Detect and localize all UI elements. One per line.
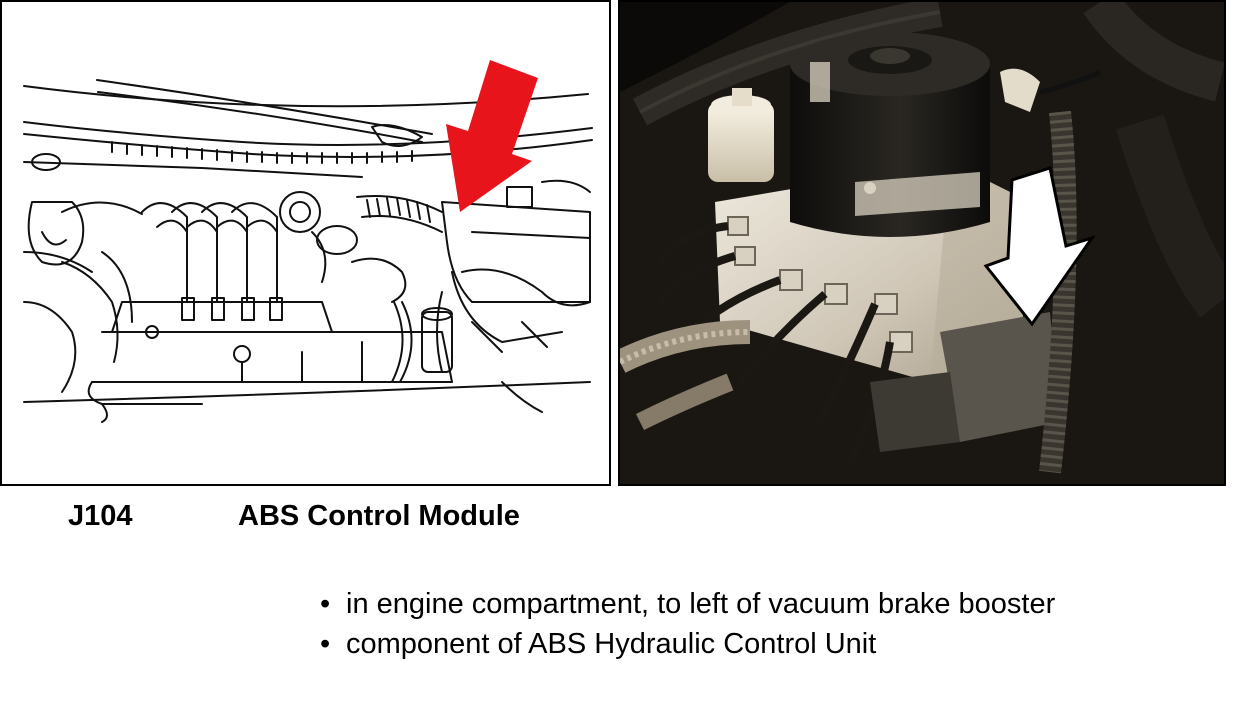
white-arrow-icon	[983, 166, 1096, 327]
abs-unit-photo-panel	[618, 0, 1226, 486]
component-code: J104	[68, 500, 133, 532]
list-item: in engine compartment, to left of vacuum…	[318, 584, 1138, 624]
component-description-list: in engine compartment, to left of vacuum…	[318, 584, 1138, 664]
engine-diagram-panel	[0, 0, 611, 486]
component-title: ABS Control Module	[238, 500, 520, 532]
engine-line-drawing	[23, 60, 593, 423]
list-item: component of ABS Hydraulic Control Unit	[318, 624, 1138, 664]
abs-unit-photo	[620, 2, 1224, 484]
red-arrow-icon	[446, 60, 538, 212]
